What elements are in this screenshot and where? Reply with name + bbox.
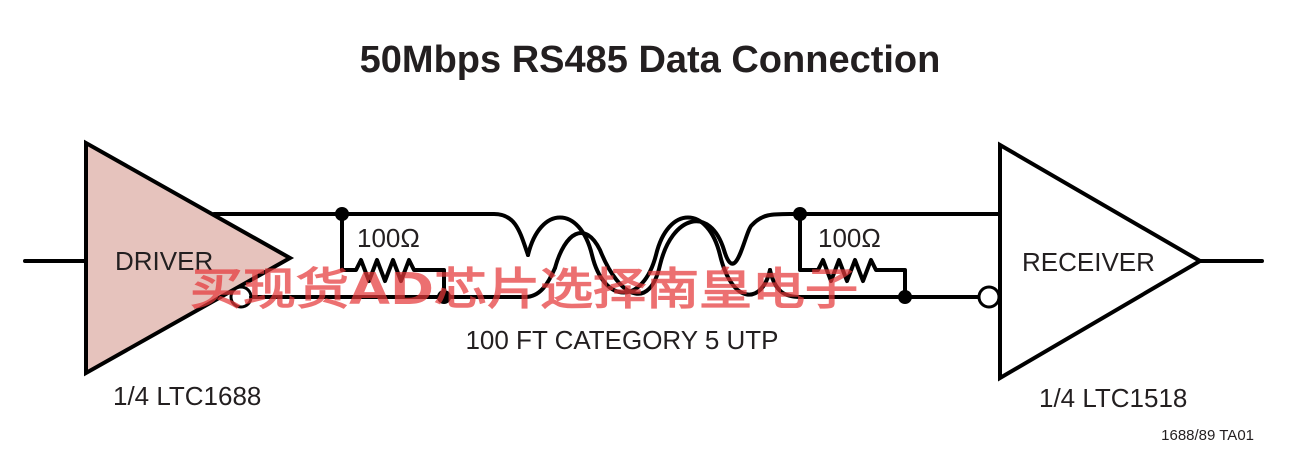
receiver-inverting-input-bubble [977, 285, 1001, 309]
watermark-text: 买现货AD芯片选择南皇电子 [190, 264, 858, 315]
receiver-triangle [998, 141, 1204, 382]
bottom-wire-right [768, 268, 980, 299]
top-wire-left [212, 212, 530, 257]
driver-label: DRIVER [115, 246, 213, 276]
twisted-pair-cable [526, 212, 792, 297]
diagram-title: 50Mbps RS485 Data Connection [360, 39, 941, 81]
receiver-part-label: 1/4 LTC1518 [1039, 383, 1187, 413]
receiver-label: RECEIVER [1022, 247, 1155, 277]
figure-id: 1688/89 TA01 [1161, 427, 1254, 444]
left-termination-resistor [340, 212, 446, 299]
driver-triangle [84, 139, 295, 377]
cable-label: 100 FT CATEGORY 5 UTP [465, 325, 778, 355]
left-resistor-value: 100Ω [357, 223, 420, 253]
right-termination-resistor [798, 212, 907, 299]
bottom-wire-left [249, 266, 557, 299]
right-resistor-value: 100Ω [818, 223, 881, 253]
driver-part-label: 1/4 LTC1688 [113, 381, 261, 411]
